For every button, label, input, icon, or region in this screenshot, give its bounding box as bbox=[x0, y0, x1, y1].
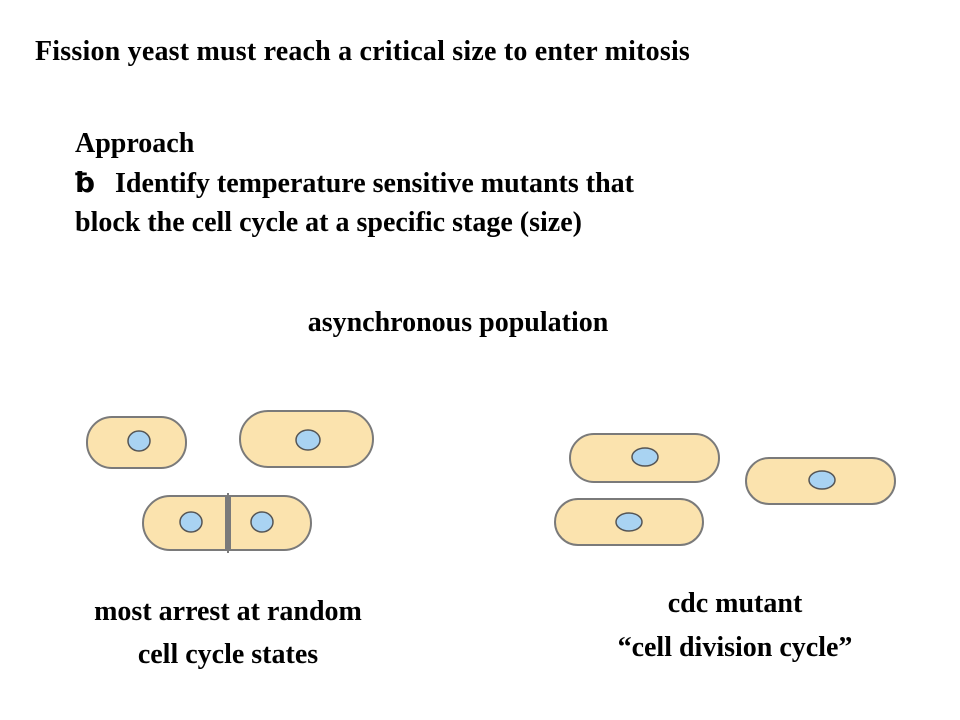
cdc-mutant-caption: cdc mutant “cell division cycle” bbox=[545, 582, 925, 670]
approach-bullet-line: ƀ Identify temperature sensitive mutants … bbox=[75, 163, 634, 203]
population-label: asynchronous population bbox=[307, 307, 609, 338]
yeast-cell bbox=[86, 416, 187, 469]
yeast-cell bbox=[239, 410, 374, 468]
approach-block: Approach ƀ Identify temperature sensitive… bbox=[75, 124, 634, 242]
elongated-yeast-cell bbox=[569, 433, 720, 483]
bullet-icon: ƀ bbox=[75, 166, 96, 199]
slide-title: Fission yeast must reach a critical size… bbox=[35, 36, 691, 67]
wildtype-cell-group bbox=[86, 410, 374, 553]
approach-bullet-text-1: Identify temperature sensitive mutants t… bbox=[115, 168, 634, 199]
approach-heading: Approach bbox=[75, 128, 195, 159]
wildtype-caption-line-1: most arrest at random bbox=[94, 596, 362, 627]
elongated-yeast-cell bbox=[745, 457, 896, 505]
approach-bullet-text-2: block the cell cycle at a specific stage… bbox=[75, 207, 582, 238]
elongated-yeast-cell bbox=[554, 498, 704, 546]
dividing-yeast-cell bbox=[142, 493, 312, 553]
cdc-mutant-caption-line-1: cdc mutant bbox=[667, 588, 803, 619]
cdc-mutant-cell-group bbox=[554, 433, 896, 546]
wildtype-caption: most arrest at random cell cycle states bbox=[28, 590, 428, 676]
wildtype-caption-line-2: cell cycle states bbox=[137, 639, 319, 670]
cdc-mutant-caption-line-2: “cell division cycle” bbox=[617, 632, 853, 663]
